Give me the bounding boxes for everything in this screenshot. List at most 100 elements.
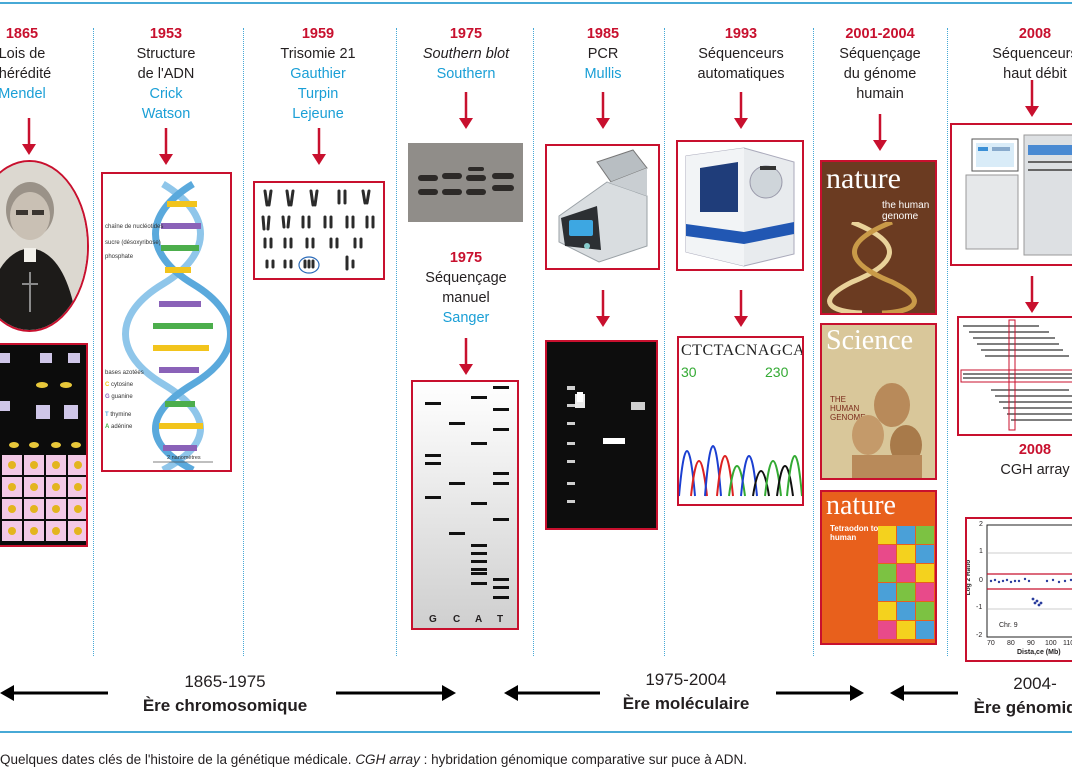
- bottom-rule: [0, 731, 1072, 733]
- down-arrow-icon: [1025, 276, 1039, 313]
- journal-title: Science: [826, 325, 914, 356]
- left-arrow-icon: [890, 685, 958, 701]
- year-label: 2008: [1018, 26, 1052, 42]
- cgh-plot: 2 1 0 -1 -2 Log 2 Ratio 70 80 90 100 110…: [965, 517, 1072, 662]
- cgh-ytick: 2: [979, 521, 983, 528]
- down-arrow-icon: [596, 290, 610, 327]
- person-label: Sanger: [442, 310, 490, 326]
- caption-italic: CGH array: [355, 752, 420, 767]
- column-separator: [947, 28, 948, 656]
- down-arrow-icon: [596, 92, 610, 129]
- journal-subtitle: THE HUMAN GENOME: [830, 395, 866, 422]
- down-arrow-icon: [873, 114, 887, 151]
- event-label: de l'ADN: [137, 66, 195, 82]
- right-arrow-icon: [336, 685, 456, 701]
- event-label: Séquençage: [425, 270, 507, 286]
- column-separator: [813, 28, 814, 656]
- pcr-machine-image: [545, 144, 660, 270]
- journal-title: nature: [826, 162, 901, 195]
- down-arrow-icon: [734, 290, 748, 327]
- sequence-alignment-image: [957, 316, 1072, 436]
- chromatogram-sequence: CTCTACNAGCAG: [681, 342, 804, 359]
- year-label: 1865: [5, 26, 39, 42]
- gel-lane-label: G: [429, 614, 437, 625]
- col-1985: 1985 PCR Mullis: [545, 24, 661, 84]
- era-name: Ère génomique: [973, 698, 1072, 717]
- cgh-label: 2008 CGH array: [975, 440, 1072, 480]
- journal-subtitle: the human genome: [882, 200, 930, 222]
- karyotype-image: [253, 181, 385, 280]
- event-label: Séquenceurs: [698, 46, 784, 62]
- col-2008: 2008 Séquenceurs haut débit: [975, 24, 1072, 84]
- pcr-gel-image: [545, 340, 658, 530]
- person-label: Lejeune: [292, 106, 344, 122]
- chromatogram-position: 30: [681, 364, 697, 380]
- event-label: Trisomie 21: [280, 46, 356, 62]
- col-2001-2004: 2001-2004 Séquençage du génome humain: [818, 24, 942, 104]
- person-label: Mullis: [584, 66, 622, 82]
- southern-blot-image: [408, 143, 523, 222]
- down-arrow-icon: [459, 92, 473, 129]
- down-arrow-icon: [22, 118, 36, 155]
- cgh-ylabel: Log 2 Ratio: [965, 559, 973, 596]
- cgh-ytick: -2: [976, 632, 983, 639]
- cgh-ytick: 0: [979, 577, 983, 584]
- person-label: Crick: [149, 86, 183, 102]
- cgh-chr-label: Chr. 9: [999, 622, 1018, 629]
- cgh-xtick: 110: [1063, 640, 1072, 647]
- journal-cover-nature-tetraodon: nature Tetraodon to human: [820, 490, 937, 645]
- event-label: automatiques: [697, 66, 785, 82]
- chromatogram-image: CTCTACNAGCAG 30 230: [677, 336, 804, 506]
- era-years: 2004-: [1013, 674, 1057, 693]
- event-label: haut débit: [1003, 66, 1067, 82]
- down-arrow-icon: [459, 338, 473, 375]
- hts-machine-image: [950, 123, 1072, 266]
- cgh-xtick: 90: [1027, 640, 1035, 647]
- column-separator: [533, 28, 534, 656]
- column-separator: [243, 28, 244, 656]
- cgh-xtick: 100: [1045, 640, 1057, 647]
- person-label: Watson: [141, 106, 191, 122]
- event-label: Southern blot: [422, 46, 510, 62]
- year-label: 1993: [724, 26, 758, 42]
- person-label: Mendel: [0, 86, 46, 102]
- dna-legend-t: T thymine: [105, 412, 132, 418]
- year-label: 1975: [449, 250, 483, 266]
- journal-subtitle: Tetraodon to human: [830, 524, 879, 542]
- era-years: 1865-1975: [184, 672, 266, 691]
- right-arrow-icon: [776, 685, 864, 701]
- cgh-xlabel: Dista,ce (Mb): [1017, 649, 1061, 656]
- dna-legend-c: C cytosine: [105, 382, 134, 388]
- column-separator: [93, 28, 94, 656]
- dna-structure-figure: chaîne de nucléotides sucre (désoxyribos…: [101, 172, 232, 472]
- cgh-ytick: 1: [979, 548, 983, 555]
- year-label: 1959: [301, 26, 335, 42]
- person-label: Southern: [436, 66, 496, 82]
- figure-caption: Quelques dates clés de l'histoire de la …: [0, 752, 747, 767]
- sanger-gel-image: G C A T: [411, 380, 519, 630]
- year-label: 1975: [449, 26, 483, 42]
- down-arrow-icon: [734, 92, 748, 129]
- person-label: Turpin: [297, 86, 339, 102]
- gel-lane-label: A: [475, 614, 483, 625]
- era-moleculaire: 1975-2004 Ère moléculaire: [596, 668, 776, 716]
- person-label: Gauthier: [290, 66, 346, 82]
- col-1865: 1865 Lois de l'hérédité Mendel: [0, 24, 62, 104]
- dna-label: sucre (désoxyribose): [105, 240, 161, 246]
- left-arrow-icon: [504, 685, 600, 701]
- journal-title: nature: [826, 490, 896, 521]
- caption-text: : hybridation génomique comparative sur …: [419, 752, 748, 767]
- event-label: Structure: [136, 46, 196, 62]
- journal-cover-nature: nature the human genome: [820, 160, 937, 315]
- event-label: humain: [856, 86, 904, 102]
- col-1959: 1959 Trisomie 21 Gauthier Turpin Lejeune: [258, 24, 378, 124]
- era-years: 1975-2004: [645, 670, 727, 689]
- gel-lane-label: C: [453, 614, 461, 625]
- era-name: Ère moléculaire: [622, 694, 750, 713]
- left-arrow-icon: [0, 685, 108, 701]
- column-separator: [664, 28, 665, 656]
- era-name: Ère chromosomique: [142, 696, 308, 715]
- year-label: 2008: [1018, 442, 1052, 458]
- gel-lane-label: T: [497, 614, 504, 625]
- sanger-label: 1975 Séquençage manuel Sanger: [404, 248, 528, 328]
